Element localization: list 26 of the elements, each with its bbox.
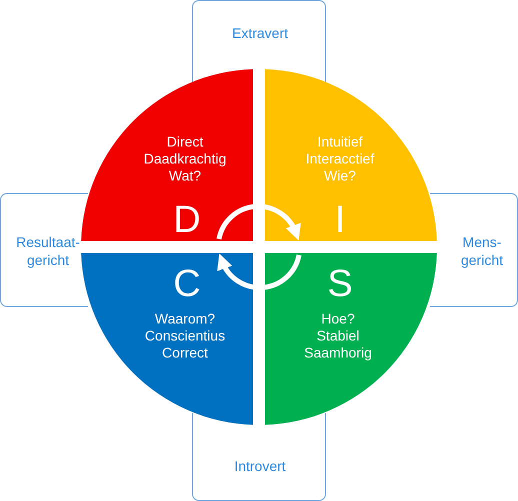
quadrant-letter: D <box>173 200 201 240</box>
label-box <box>192 0 326 82</box>
trait-text: Conscientius <box>144 328 226 344</box>
dimension-label: Mens-gericht <box>460 233 504 269</box>
dimension-label: Introvert <box>233 457 287 475</box>
curved-arrow <box>218 254 302 290</box>
label-box <box>192 413 326 501</box>
quadrant-letter: I <box>334 200 346 240</box>
trait-text: Wie? <box>324 168 356 184</box>
dimension-label: Resultaat-gericht <box>15 233 81 269</box>
trait-text: Waarom? <box>154 310 216 328</box>
trait-text: Daadkrachtig <box>144 150 226 168</box>
trait-text: Saamhorig <box>304 344 372 362</box>
trait-text: Interacctief <box>306 150 374 168</box>
trait-text: Direct <box>166 134 204 150</box>
trait-text: Stabiel <box>316 328 360 344</box>
trait-text: Wat? <box>168 168 202 184</box>
quadrant-letter: S <box>327 264 353 304</box>
quadrant-letter: C <box>173 264 201 304</box>
trait-text: Correct <box>162 344 208 362</box>
trait-text: Intuitief <box>317 134 363 150</box>
trait-text: Hoe? <box>321 310 355 328</box>
label-box <box>430 193 518 307</box>
label-box <box>0 193 88 307</box>
dimension-label: Extravert <box>230 24 289 42</box>
curved-arrow <box>216 204 300 240</box>
